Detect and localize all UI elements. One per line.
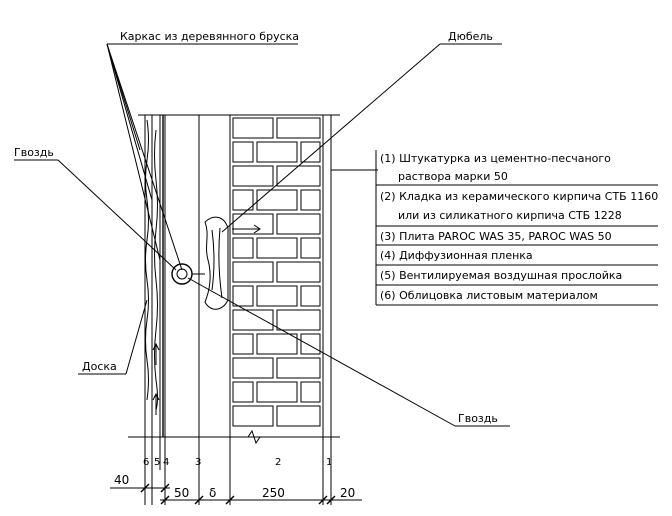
- layer-number-3: 3: [195, 457, 201, 468]
- layer-number-4: 4: [163, 457, 169, 468]
- brick: [300, 141, 321, 163]
- legend-item-2a: (2) Кладка из керамического кирпича СТБ …: [380, 190, 658, 203]
- brick: [232, 261, 274, 283]
- legend-item-1a: (1) Штукатурка из цементно-песчаного: [380, 152, 611, 165]
- layer-5-air-gap: [151, 114, 161, 438]
- legend-box: (1) Штукатурка из цементно-песчаного рас…: [375, 150, 658, 306]
- brick: [256, 333, 298, 355]
- nail-head: [171, 263, 205, 285]
- dimension-250: 250: [262, 486, 285, 500]
- layer-1-plaster: [322, 114, 332, 438]
- legend-item-1b: раствора марки 50: [398, 170, 508, 183]
- layer-number-5: 5: [154, 457, 160, 468]
- dimension-50: 50: [174, 486, 189, 500]
- brick: [276, 405, 321, 427]
- brick: [232, 165, 274, 187]
- brick: [232, 237, 254, 259]
- callout-nail-bottom: Гвоздь: [458, 412, 498, 425]
- brick: [300, 189, 321, 211]
- brick: [300, 285, 321, 307]
- brick: [276, 309, 321, 331]
- brick: [276, 165, 321, 187]
- callout-board: Доска: [82, 360, 117, 373]
- dimension-lines: [110, 437, 362, 505]
- legend-item-6: (6) Облицовка листовым материалом: [380, 289, 598, 302]
- brick: [276, 117, 321, 139]
- leaders: [14, 43, 510, 427]
- layer-number-1: 1: [326, 457, 332, 468]
- brick: [232, 405, 274, 427]
- brick: [256, 285, 298, 307]
- brick: [276, 261, 321, 283]
- brick: [232, 357, 274, 379]
- callout-nail-top: Гвоздь: [14, 146, 54, 159]
- break-line-bottom: [128, 429, 340, 445]
- brick: [232, 309, 274, 331]
- brick: [232, 189, 254, 211]
- brick: [232, 141, 254, 163]
- layer-6-cladding: [144, 114, 153, 438]
- brick: [256, 237, 298, 259]
- legend-item-3: (3) Плита PAROC WAS 35, PAROC WAS 50: [380, 230, 612, 243]
- legend-item-2b: или из силикатного кирпича СТБ 1228: [398, 209, 622, 222]
- dimension-20: 20: [340, 486, 355, 500]
- brick: [232, 117, 274, 139]
- brick: [256, 189, 298, 211]
- layer-number-2: 2: [275, 457, 281, 468]
- brick: [232, 285, 254, 307]
- brick: [232, 381, 254, 403]
- callout-frame: Каркас из деревянного бруска: [120, 30, 299, 43]
- legend-item-4: (4) Диффузионная пленка: [380, 249, 533, 262]
- dowel-anchor: [204, 216, 261, 310]
- brick: [256, 141, 298, 163]
- layer-numbers: 6 5 4 3 2 1: [143, 457, 332, 468]
- legend-item-5: (5) Вентилируемая воздушная прослойка: [380, 269, 622, 282]
- layer-number-6: 6: [143, 457, 149, 468]
- brick: [232, 333, 254, 355]
- brick: [300, 237, 321, 259]
- layer-2-masonry: [229, 114, 324, 438]
- layer-3-insulation: [164, 114, 231, 438]
- callout-dowel: Дюбель: [448, 30, 493, 43]
- brick: [300, 381, 321, 403]
- brick: [256, 381, 298, 403]
- brick: [300, 333, 321, 355]
- dimension-40: 40: [114, 473, 129, 487]
- brick: [276, 213, 321, 235]
- brick: [276, 357, 321, 379]
- dimension-delta: δ: [209, 486, 216, 500]
